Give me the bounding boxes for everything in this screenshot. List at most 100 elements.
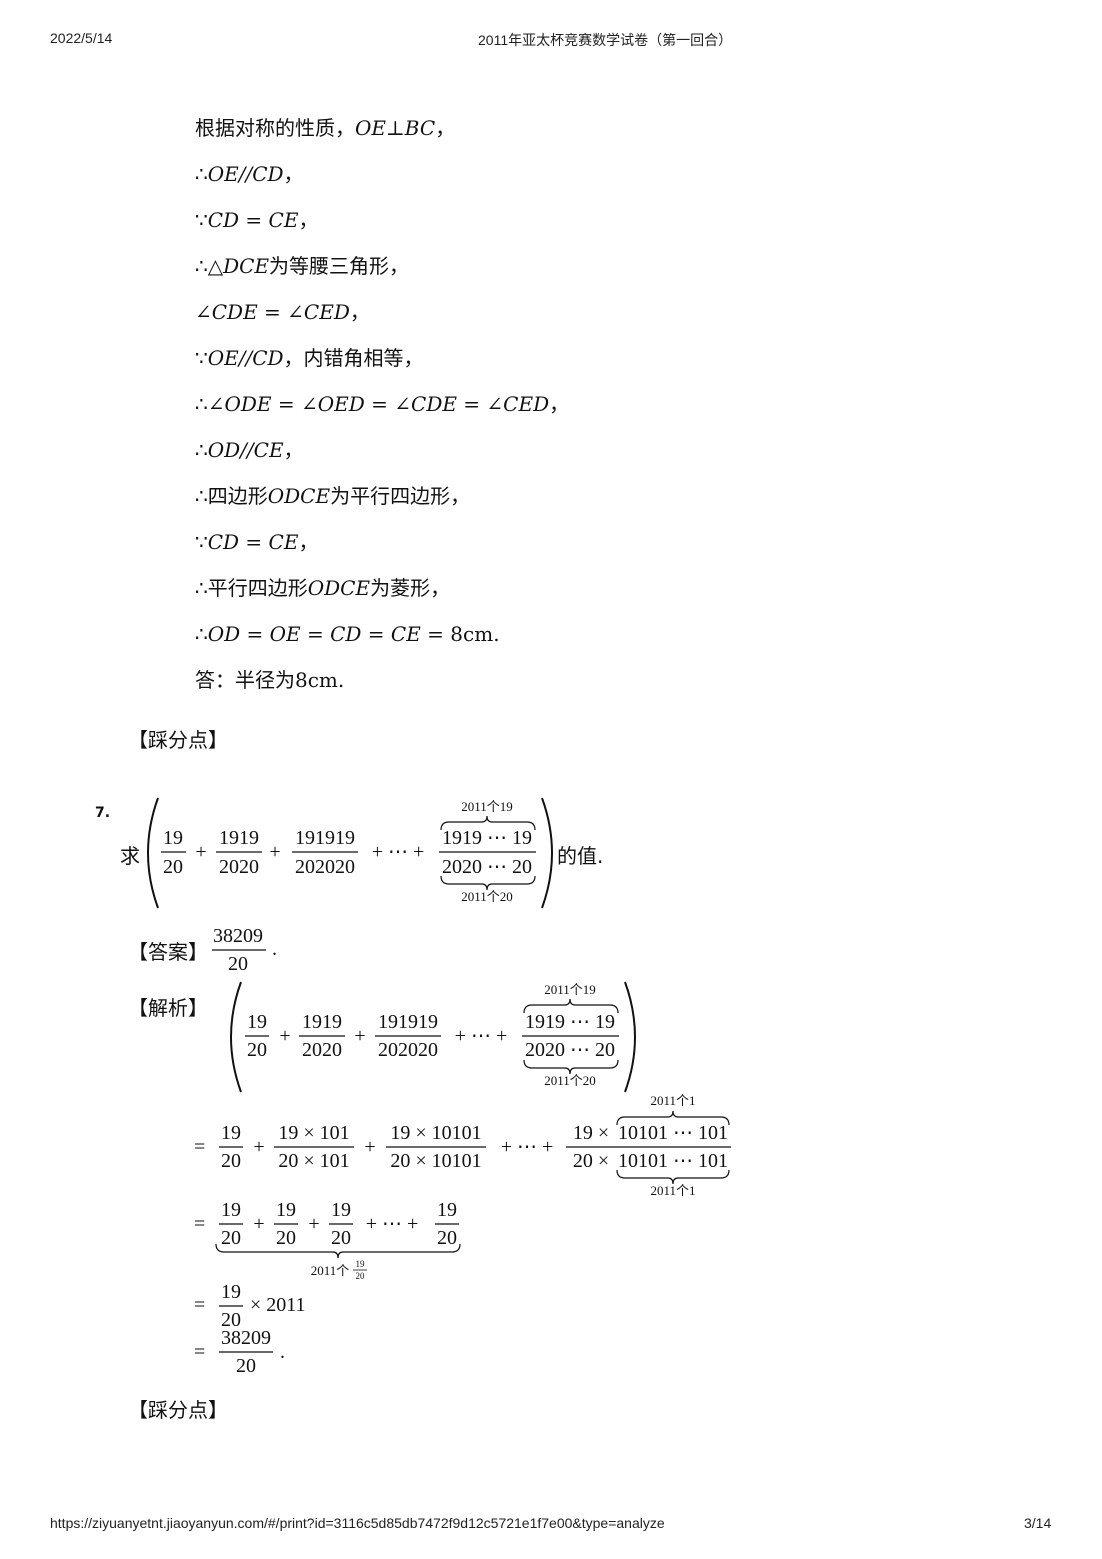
proof-line-text: ∴ bbox=[195, 392, 208, 416]
proof-line-text: ∵ bbox=[195, 346, 208, 370]
answer-value: 38209 20 . bbox=[212, 925, 277, 975]
a-frac2-num: 1919 bbox=[302, 1011, 342, 1033]
s3-underbrace-label: 2011个 bbox=[311, 1263, 350, 1278]
s2-f4-den: 10101 ⋯ 101 bbox=[618, 1150, 728, 1172]
proof-line-text: ∴△ bbox=[195, 254, 224, 278]
proof-line-suffix: ， bbox=[283, 162, 304, 186]
proof-line-math: CD = CE bbox=[207, 530, 299, 554]
proof-line-math: DCE bbox=[223, 254, 270, 278]
proof-line-suffix: 为菱形， bbox=[370, 576, 451, 600]
s2-f3-num: 19 × 10101 bbox=[390, 1122, 481, 1144]
answer-dot: . bbox=[272, 938, 277, 960]
s3-f3-num: 19 bbox=[331, 1199, 351, 1221]
proof-line-suffix: ，内错角相等， bbox=[283, 346, 424, 370]
proof-line-text: ∴平行四边形 bbox=[195, 576, 308, 600]
s2-overbrace-label: 2011个1 bbox=[650, 1093, 695, 1108]
proof-line-suffix: 为等腰三角形， bbox=[269, 254, 410, 278]
proof-line-text: ∴四边形 bbox=[195, 484, 268, 508]
proof-line-suffix: ， bbox=[298, 530, 319, 554]
proof-line-text: ∵ bbox=[195, 530, 208, 554]
q-frac2-num: 1919 bbox=[219, 827, 259, 849]
proof-line-math: ODCE bbox=[307, 576, 371, 600]
proof-line-math: OE//CD bbox=[207, 346, 284, 370]
a-plus-2: + bbox=[354, 1025, 365, 1047]
s3-ub-frac-den: 20 bbox=[356, 1271, 366, 1281]
s2-f1-num: 19 bbox=[221, 1122, 241, 1144]
scoring-points-label-2: 【踩分点】 bbox=[128, 1398, 228, 1422]
analysis-step-4: = 19 20 × 2011 bbox=[194, 1281, 306, 1331]
s4-num: 19 bbox=[221, 1281, 241, 1303]
analysis-step-3: = 19 20 + 19 20 + 19 20 + ⋯ + 19 20 2011… bbox=[194, 1199, 461, 1281]
s3-f3-den: 20 bbox=[331, 1227, 351, 1249]
proof-line-text: ∴ bbox=[195, 162, 208, 186]
q-frac3-num: 191919 bbox=[295, 827, 355, 849]
proof-line: ∴OE//CD， bbox=[195, 160, 304, 188]
s3-plus-2: + bbox=[308, 1213, 319, 1235]
s2-eq: = bbox=[194, 1136, 205, 1158]
q-frac1-den: 20 bbox=[163, 856, 183, 878]
proof-line: ∴平行四边形ODCE为菱形， bbox=[195, 574, 450, 602]
analysis-step-2: = 19 20 + 19 × 101 20 × 101 + 19 × 10101… bbox=[194, 1093, 731, 1198]
proof-line: ∴OD = OE = CD = CE = 8cm. bbox=[195, 620, 500, 648]
proof-line-suffix: 8cm. bbox=[450, 622, 500, 646]
analysis-label: 【解析】 bbox=[128, 996, 208, 1020]
s2-f4-num-pre: 19 × bbox=[573, 1122, 609, 1144]
a-frac1-den: 20 bbox=[247, 1039, 267, 1061]
proof-line: ∵CD = CE， bbox=[195, 206, 318, 234]
s2-f4-num: 10101 ⋯ 101 bbox=[618, 1122, 728, 1144]
a-frac1-num: 19 bbox=[247, 1011, 267, 1033]
page-number: 3/14 bbox=[1024, 1515, 1052, 1531]
s3-plus-1: + bbox=[253, 1213, 264, 1235]
s2-f2-num: 19 × 101 bbox=[278, 1122, 349, 1144]
proof-line-suffix: ， bbox=[283, 438, 304, 462]
analysis-expression: 19 20 + 1919 2020 + 191919 202020 + ⋯ + … bbox=[230, 981, 636, 1093]
proof-line-suffix: 8cm. bbox=[295, 668, 345, 692]
page-url: https://ziyuanyetnt.jiaoyanyun.com/#/pri… bbox=[50, 1515, 665, 1531]
s3-f1-num: 19 bbox=[221, 1199, 241, 1221]
proof-line: ∵OE//CD，内错角相等， bbox=[195, 344, 424, 372]
proof-line-text: ∴ bbox=[195, 622, 208, 646]
proof-line-math: OD//CE bbox=[207, 438, 284, 462]
proof-line-text: 根据对称的性质， bbox=[195, 116, 355, 140]
proof-line-suffix: 为平行四边形， bbox=[330, 484, 471, 508]
question-expression: 19 20 + 1919 2020 + 191919 202020 + ⋯ + … bbox=[147, 797, 553, 909]
print-date: 2022/5/14 bbox=[50, 30, 113, 46]
s2-f3-den: 20 × 10101 bbox=[390, 1150, 481, 1172]
answer-num: 38209 bbox=[213, 925, 263, 947]
q-plus-1: + bbox=[195, 841, 206, 863]
proof-line-math: ODCE bbox=[267, 484, 331, 508]
s4-eq: = bbox=[194, 1294, 205, 1316]
s3-ub-frac-num: 19 bbox=[356, 1259, 366, 1269]
proof-line-suffix: ， bbox=[349, 300, 370, 324]
s2-f2-den: 20 × 101 bbox=[278, 1150, 349, 1172]
q-last-den: 2020 ⋯ 20 bbox=[442, 856, 532, 878]
s2-f1-den: 20 bbox=[221, 1150, 241, 1172]
analysis-step-5: = 38209 20 . bbox=[194, 1327, 285, 1377]
s3-f2-num: 19 bbox=[276, 1199, 296, 1221]
proof-line: 根据对称的性质，OE⊥BC， bbox=[195, 114, 455, 142]
s3-f4-num: 19 bbox=[437, 1199, 457, 1221]
a-frac3-num: 191919 bbox=[378, 1011, 438, 1033]
proof-line: ∴四边形ODCE为平行四边形， bbox=[195, 482, 470, 510]
s3-f2-den: 20 bbox=[276, 1227, 296, 1249]
proof-line-text: ∵ bbox=[195, 208, 208, 232]
q-overbrace-label: 2011个19 bbox=[461, 799, 513, 814]
proof-line-text: ∴ bbox=[195, 438, 208, 462]
proof-line-suffix: ， bbox=[298, 208, 319, 232]
proof-line-math: OD = OE = CD = CE = bbox=[207, 622, 451, 646]
a-frac3-den: 202020 bbox=[378, 1039, 438, 1061]
s2-cdots: + ⋯ + bbox=[501, 1136, 554, 1158]
scoring-points-label-1: 【踩分点】 bbox=[128, 728, 228, 752]
a-overbrace-label: 2011个19 bbox=[544, 982, 596, 997]
proof-line: ∴△DCE为等腰三角形， bbox=[195, 252, 409, 280]
proof-line: ∠CDE = ∠CED， bbox=[195, 298, 370, 326]
a-last-den: 2020 ⋯ 20 bbox=[525, 1039, 615, 1061]
question-suffix: 的值. bbox=[557, 844, 604, 868]
s2-underbrace-label: 2011个1 bbox=[650, 1183, 695, 1198]
s2-plus-1: + bbox=[253, 1136, 264, 1158]
question-prefix: 求 bbox=[120, 844, 140, 868]
a-plus-1: + bbox=[279, 1025, 290, 1047]
answer-label: 【答案】 bbox=[128, 940, 208, 964]
q-frac3-den: 202020 bbox=[295, 856, 355, 878]
q-cdots: + ⋯ + bbox=[372, 841, 425, 863]
